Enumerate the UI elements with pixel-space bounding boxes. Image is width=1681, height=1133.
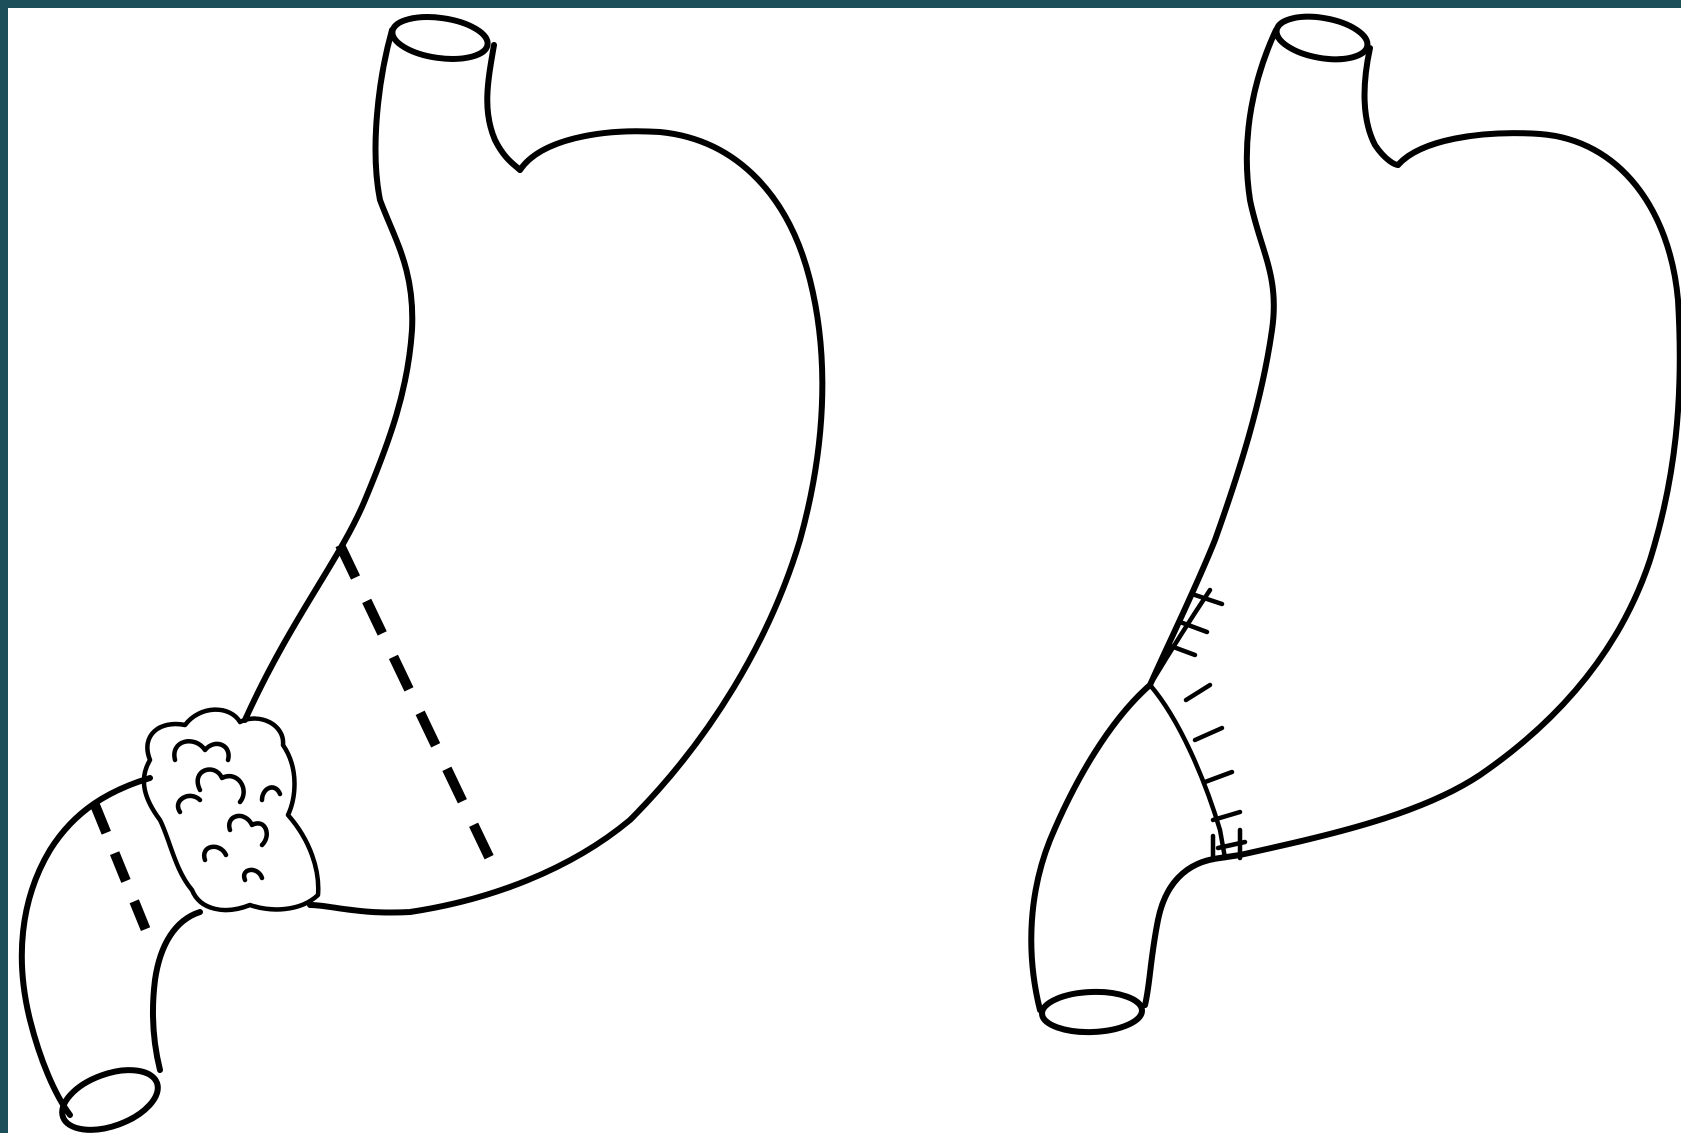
duodenum-opening-left: [54, 1058, 166, 1133]
lesser-curvature-right: [1150, 30, 1276, 685]
resection-line-stomach: [340, 545, 500, 880]
tumor-mass: [144, 710, 318, 910]
duodenum-opening-right: [1041, 990, 1142, 1033]
esophagus-right-wall-right: [1365, 48, 1398, 165]
duodenum-outer-wall-right: [1031, 685, 1150, 1010]
greater-curvature-left: [310, 131, 822, 912]
esophagus-opening-left: [390, 12, 491, 65]
greater-curvature-right: [1220, 133, 1680, 858]
esophagus-right-wall-left: [487, 45, 520, 170]
tumor-texture: [174, 741, 280, 880]
resection-line-duodenum: [95, 805, 150, 940]
panel-before-resection: [22, 12, 823, 1133]
panel-after-resection: [1031, 10, 1680, 1033]
duodenum-inner-wall-left: [153, 912, 200, 1070]
esophagus-opening-right: [1273, 10, 1371, 65]
duodenum-inner-wall-right: [1145, 858, 1220, 1005]
duodenum-outer-wall-left: [22, 778, 150, 1115]
lesser-curvature-left: [245, 30, 412, 720]
